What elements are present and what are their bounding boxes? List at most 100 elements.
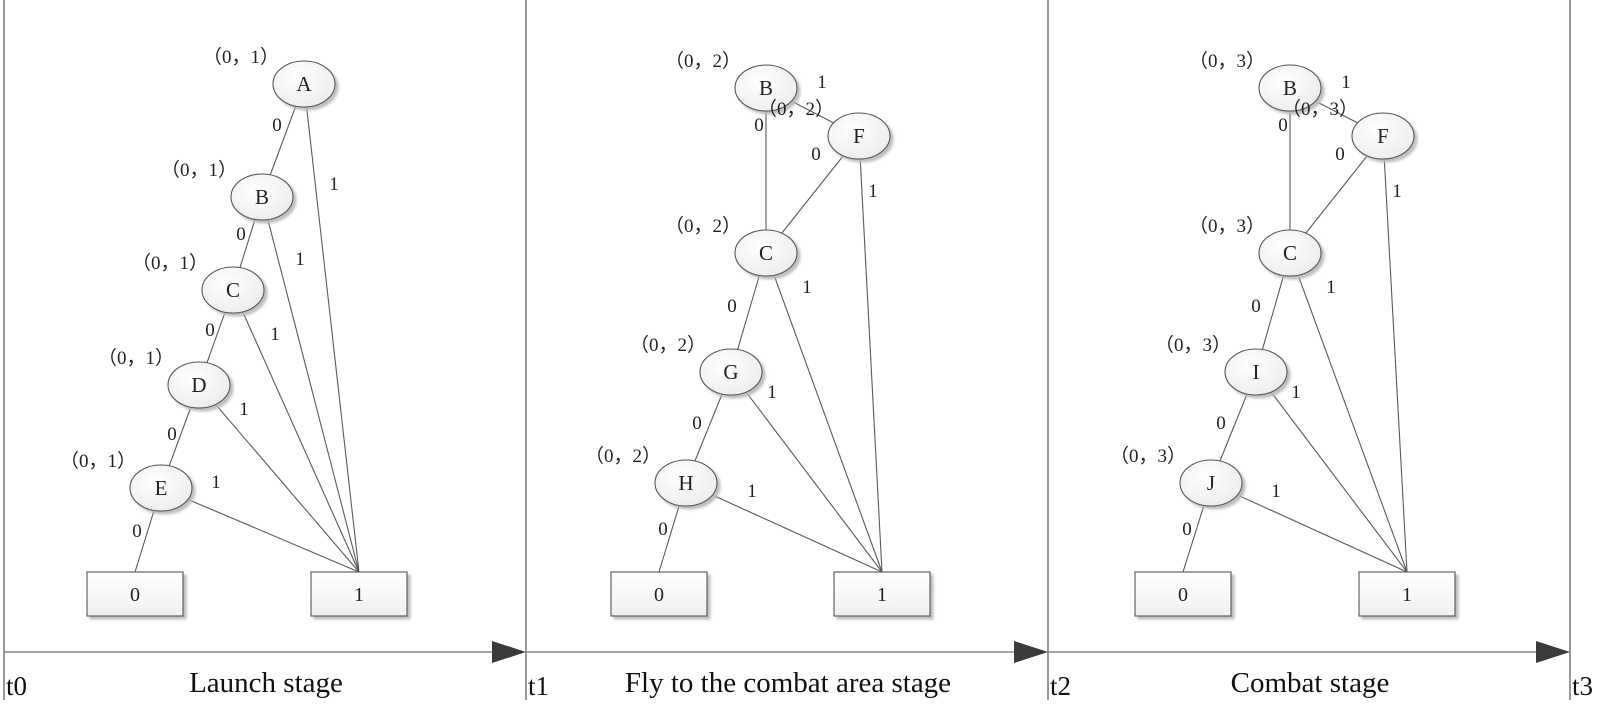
edge-label-A-1: 1 — [329, 174, 339, 195]
node-label-E: E — [155, 476, 168, 500]
edge-label-F-C: 0 — [1335, 144, 1345, 165]
terminal-label-1: 1 — [1402, 584, 1412, 606]
edge-I-1 — [1255, 371, 1408, 573]
edge-label-J-0: 0 — [1182, 519, 1192, 540]
terminal-box-1 — [310, 571, 408, 617]
edge-E-1 — [160, 487, 360, 573]
node-label-C: C — [1283, 241, 1297, 265]
edge-J-1 — [1210, 482, 1408, 573]
edge-label-B-F: 1 — [1341, 72, 1351, 93]
edge-A-1 — [303, 83, 360, 573]
node-A — [272, 60, 336, 108]
node-tuple-E: （0，1） — [60, 450, 136, 472]
node-tuple-C: （0，3） — [1189, 215, 1265, 237]
node-J — [1179, 459, 1243, 507]
node-label-B: B — [255, 185, 269, 209]
edge-label-F-1: 1 — [868, 181, 878, 202]
node-E — [129, 464, 193, 512]
stage-label-launch: Launch stage — [189, 667, 343, 699]
node-tuple-B: （0，2） — [665, 50, 741, 72]
node-tuple-B: （0，1） — [161, 159, 237, 181]
terminal-box-0 — [1134, 571, 1232, 617]
edge-B-1 — [261, 196, 360, 573]
node-F — [1351, 112, 1415, 160]
node-tuple-C: （0，2） — [665, 215, 741, 237]
time-marker-t2: t2 — [1050, 671, 1071, 701]
terminal-label-1: 1 — [877, 584, 887, 606]
edge-C-1 — [232, 289, 360, 573]
edge-label-B-F: 1 — [817, 72, 827, 93]
terminal-label-1: 1 — [354, 584, 364, 606]
node-tuple-D: （0，1） — [98, 347, 174, 369]
node-C — [1258, 229, 1322, 277]
timeline-arrow-3 — [1048, 641, 1570, 663]
node-label-D: D — [191, 373, 206, 397]
node-tuple-J: （0，3） — [1110, 445, 1186, 467]
edge-label-C-1: 1 — [270, 324, 280, 345]
node-label-I: I — [1253, 360, 1260, 384]
node-tuple-H: （0，2） — [585, 445, 661, 467]
edge-label-H-1: 1 — [747, 481, 757, 502]
timeline-arrow-1 — [4, 641, 526, 663]
edge-label-H-0: 0 — [658, 519, 668, 540]
node-C — [734, 229, 798, 277]
node-label-C: C — [226, 278, 240, 302]
time-marker-t0: t0 — [6, 671, 27, 701]
terminal-box-1 — [833, 571, 931, 617]
edge-label-D-E: 0 — [167, 424, 177, 445]
node-label-B: B — [759, 76, 773, 100]
node-B — [734, 64, 798, 112]
node-C — [201, 266, 265, 314]
stage-label-fly: Fly to the combat area stage — [625, 667, 951, 699]
edge-H-1 — [685, 482, 883, 573]
node-tuple-G: （0，2） — [630, 334, 706, 356]
stage-label-combat: Combat stage — [1231, 667, 1390, 699]
terminal-box-0 — [86, 571, 184, 617]
edge-label-C-D: 0 — [205, 320, 215, 341]
edge-label-E-1: 1 — [211, 472, 221, 493]
edge-label-B-C: 0 — [754, 115, 764, 136]
time-marker-t1: t1 — [528, 671, 549, 701]
node-tuple-B: （0，3） — [1189, 50, 1265, 72]
terminal-box-0 — [610, 571, 708, 617]
edge-label-C-1: 1 — [802, 277, 812, 298]
edge-label-C-I: 0 — [1251, 296, 1261, 317]
edge-F-1 — [858, 135, 883, 573]
node-label-A: A — [296, 72, 312, 96]
edge-label-E-0: 0 — [132, 521, 142, 542]
node-tuple-F: （0，2） — [758, 98, 834, 120]
edge-F-1 — [1382, 135, 1408, 573]
edge-label-A-B: 0 — [272, 115, 282, 136]
edge-label-B-C: 0 — [236, 224, 246, 245]
node-label-J: J — [1207, 471, 1215, 495]
node-label-G: G — [723, 360, 738, 384]
terminal-label-0: 0 — [130, 584, 140, 606]
edge-label-I-1: 1 — [1291, 382, 1301, 403]
time-marker-t3: t3 — [1572, 671, 1593, 701]
edge-label-J-1: 1 — [1271, 481, 1281, 502]
node-F — [827, 112, 891, 160]
node-label-F: F — [853, 124, 865, 148]
edge-label-G-H: 0 — [692, 413, 702, 434]
node-tuple-C: （0，1） — [132, 252, 208, 274]
timeline-arrow-2 — [526, 641, 1048, 663]
node-B — [1258, 64, 1322, 112]
terminal-label-0: 0 — [1178, 584, 1188, 606]
edge-label-G-1: 1 — [767, 382, 777, 403]
edge-label-C-G: 0 — [727, 296, 737, 317]
edge-D-1 — [198, 384, 360, 573]
edge-label-I-J: 0 — [1216, 413, 1226, 434]
edge-label-C-1: 1 — [1326, 277, 1336, 298]
node-G — [699, 348, 763, 396]
edge-label-D-1: 1 — [239, 399, 249, 420]
node-label-H: H — [678, 471, 693, 495]
edge-label-F-C: 0 — [811, 144, 821, 165]
edge-label-B-C: 0 — [1278, 115, 1288, 136]
node-D — [167, 361, 231, 409]
